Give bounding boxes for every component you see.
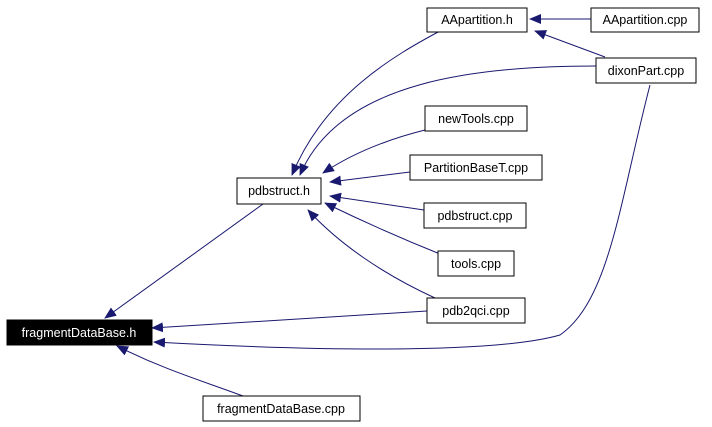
edge-dixonpart-cpp-to-aapartition-h: [534, 30, 606, 58]
edges: [104, 14, 651, 397]
node-fragmentdatabase-cpp[interactable]: fragmentDataBase.cpp: [202, 395, 361, 422]
edge-dixonpart-cpp-to-pdbstruct-h: [299, 65, 597, 176]
node-label: tools.cpp: [451, 257, 501, 271]
node-label: fragmentDataBase.cpp: [217, 402, 345, 416]
nodes: AApartition.h AApartition.cpp dixonPart.…: [6, 7, 700, 422]
edge-aapartition-h-to-pdbstruct-h: [291, 30, 441, 176]
edge-pdbstruct-cpp-to-pdbstruct-h: [329, 192, 425, 211]
node-label: pdb2qci.cpp: [442, 304, 509, 318]
node-pdb2qci-cpp[interactable]: pdb2qci.cpp: [426, 297, 526, 324]
node-label: AApartition.cpp: [603, 13, 688, 27]
node-pdbstruct-h[interactable]: pdbstruct.h: [236, 177, 322, 205]
edge-partitionbaset-cpp-to-pdbstruct-h: [329, 171, 411, 186]
node-aapartition-h[interactable]: AApartition.h: [426, 7, 528, 33]
node-label: fragmentDataBase.h: [22, 326, 137, 340]
edge-dixonpart-cpp-to-fragmentdatabase-h: [153, 84, 651, 350]
node-partitionbaset-cpp[interactable]: PartitionBaseT.cpp: [409, 154, 543, 181]
edge-pdb2qci-cpp-to-pdbstruct-h: [307, 209, 436, 299]
node-dixonpart-cpp[interactable]: dixonPart.cpp: [595, 57, 697, 84]
node-label: newTools.cpp: [438, 112, 514, 126]
node-label: pdbstruct.h: [248, 184, 310, 198]
edge-pdbstruct-h-to-fragmentdatabase-h: [104, 203, 264, 319]
node-aapartition-cpp[interactable]: AApartition.cpp: [590, 7, 700, 33]
edge-pdb2qci-cpp-to-fragmentdatabase-h: [151, 310, 428, 333]
node-fragmentdatabase-h[interactable]: fragmentDataBase.h: [6, 319, 153, 346]
edge-newtools-cpp-to-pdbstruct-h: [322, 129, 426, 174]
node-label: pdbstruct.cpp: [437, 209, 512, 223]
node-newtools-cpp[interactable]: newTools.cpp: [424, 105, 528, 132]
edge-tools-cpp-to-pdbstruct-h: [324, 202, 441, 255]
node-label: dixonPart.cpp: [608, 64, 684, 78]
node-label: AApartition.h: [441, 13, 513, 27]
edge-fragmentdatabase-cpp-to-fragmentdatabase-h: [116, 345, 244, 397]
node-label: PartitionBaseT.cpp: [424, 161, 528, 175]
node-pdbstruct-cpp[interactable]: pdbstruct.cpp: [423, 202, 527, 229]
node-tools-cpp[interactable]: tools.cpp: [437, 250, 515, 277]
